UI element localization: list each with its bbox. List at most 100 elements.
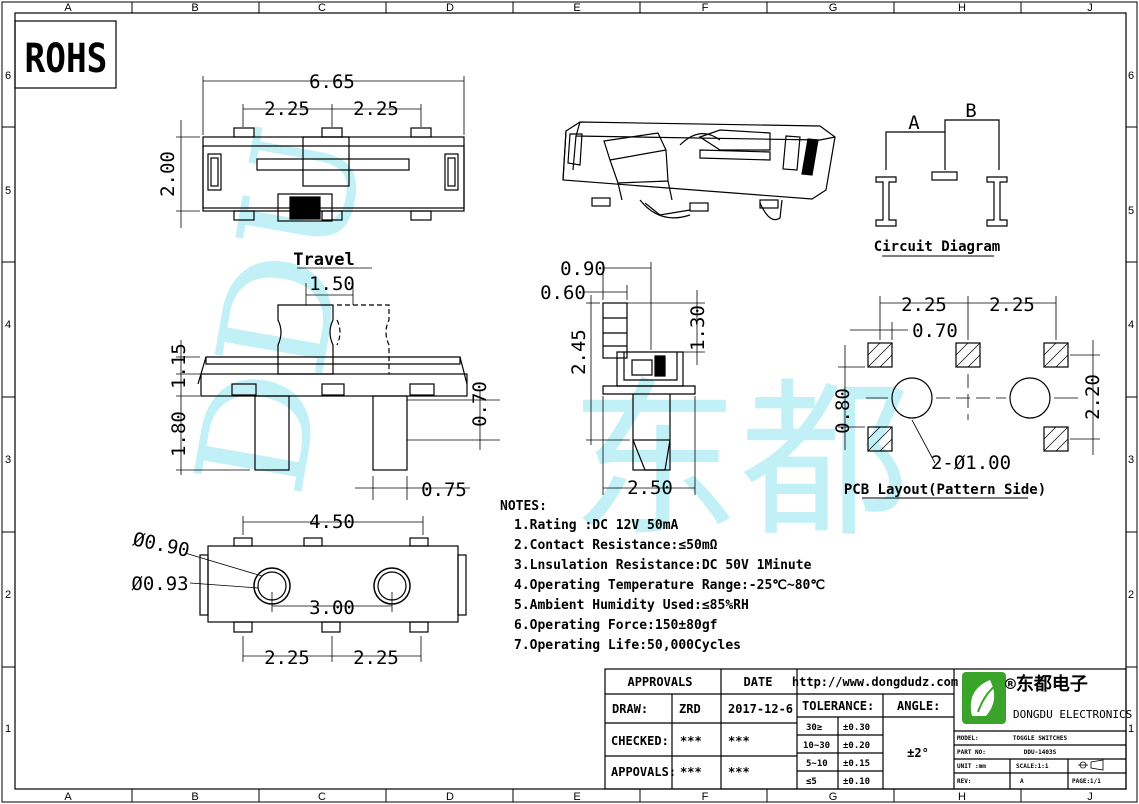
row-label: 4 [5, 319, 11, 331]
tb-date: DATE [744, 675, 773, 689]
bottom-dim-d1: Ø0.90 [131, 528, 192, 561]
col-label: E [573, 791, 580, 803]
side-view-dims [583, 262, 705, 495]
iso-view [562, 121, 836, 221]
dim-0-60: 0.60 [540, 282, 586, 304]
row-label: 6 [1128, 70, 1134, 82]
dim-pitch-right: 2.25 [353, 98, 399, 120]
tb-tol-range: 10~30 [803, 741, 830, 751]
note-item: 5.Ambient Humidity Used:≤85%RH [514, 598, 749, 613]
tb-angle-value: ±2° [907, 746, 929, 760]
top-view [202, 127, 465, 222]
pcb-dim-row-gap: 2.20 [1082, 374, 1104, 420]
col-label: F [702, 2, 709, 14]
circuit-label-b: B [965, 100, 976, 122]
tb-url: http://www.dongdudz.com [792, 675, 958, 689]
pcb-dim-pitch-right: 2.25 [989, 294, 1035, 316]
bottom-dim-pitch-left: 2.25 [264, 647, 310, 669]
notes: NOTES: 1.Rating :DC 12V 50mA 2.Contact R… [500, 499, 825, 653]
dim-1-15: 1.15 [168, 343, 190, 389]
tb-checked-name: *** [680, 734, 702, 748]
tb-tol-value: ±0.15 [843, 759, 870, 769]
col-label: B [191, 791, 198, 803]
bottom-dim-hole-pitch: 3.00 [309, 597, 355, 619]
dim-overall-width: 6.65 [309, 71, 355, 93]
dim-pitch-left: 2.25 [264, 98, 310, 120]
tb-model-value: TOGGLE SWITCHES [1013, 735, 1068, 742]
dim-0-70: 0.70 [469, 381, 491, 427]
tb-approvals: APPROVALS [627, 675, 692, 689]
rohs-mark: ROHS [14, 20, 117, 89]
watermark-cjk: 东都 [570, 363, 910, 561]
projection-icon [1078, 759, 1104, 771]
col-label: E [573, 2, 580, 14]
rohs-text: ROHS [25, 34, 108, 81]
tb-appovals-label: APPOVALS: [611, 765, 676, 779]
tb-draw-name: ZRD [679, 702, 701, 716]
tb-draw-date: 2017-12-6 [728, 702, 793, 716]
row-label: 3 [5, 454, 11, 466]
pcb-dim-pitch-left: 2.25 [901, 294, 947, 316]
tb-tol-value: ±0.20 [843, 741, 870, 751]
tb-company-en: DONGDU ELECTRONICS [1013, 708, 1132, 721]
dim-1-80: 1.80 [168, 411, 190, 457]
circuit-diagram [875, 119, 1008, 257]
row-label: 4 [1128, 319, 1134, 331]
note-item: 3.Lnsulation Resistance:DC 50V 1Minute [514, 558, 812, 573]
pcb-title: PCB Layout(Pattern Side) [844, 482, 1046, 498]
tb-rev-label: REV: [957, 778, 971, 785]
notes-heading: NOTES: [500, 499, 547, 514]
tb-unit-label: UNIT :mm [957, 763, 986, 770]
pcb-dim-pad-h: 0.80 [832, 388, 854, 434]
tb-tolerance: TOLERANCE: [802, 699, 874, 713]
tb-part-value: DDU-1403S [1024, 749, 1057, 756]
row-label: 1 [1128, 723, 1134, 735]
tb-tol-range: 5~10 [806, 759, 828, 769]
front-view-dims [176, 267, 500, 500]
top-view-dims [176, 76, 465, 228]
note-item: 4.Operating Temperature Range:-25℃~80℃ [514, 578, 825, 593]
row-label: 6 [5, 70, 11, 82]
row-label: 2 [5, 589, 11, 601]
dim-0-75: 0.75 [421, 479, 467, 501]
col-label: C [318, 791, 326, 803]
tb-part-label: PART NO: [957, 749, 986, 756]
col-label: D [446, 791, 454, 803]
note-item: 6.Operating Force:150±80gf [514, 618, 718, 633]
company-logo [962, 672, 1006, 724]
bottom-dim-pitch-right: 2.25 [353, 647, 399, 669]
tb-angle: ANGLE: [897, 699, 940, 713]
pcb-dim-holes: 2-Ø1.00 [931, 452, 1011, 474]
tb-company-cn: ®东都电子 [1005, 673, 1088, 695]
row-label: 5 [1128, 205, 1134, 217]
note-item: 7.Operating Life:50,000Cycles [514, 638, 741, 653]
col-label: D [446, 2, 454, 14]
dim-2-50: 2.50 [627, 477, 673, 499]
row-label: 1 [5, 723, 11, 735]
pcb-dims [838, 296, 1100, 455]
dim-height: 2.00 [157, 151, 179, 197]
dim-1-30: 1.30 [687, 305, 709, 351]
col-label: H [958, 791, 966, 803]
front-view [197, 304, 468, 471]
tb-tol-range: ≤5 [806, 777, 817, 787]
note-item: 1.Rating :DC 12V 50mA [514, 518, 679, 533]
title-block-grid [604, 668, 1127, 790]
col-label: B [191, 2, 198, 14]
dim-travel: 1.50 [309, 273, 355, 295]
col-label: H [958, 2, 966, 14]
row-label: 3 [1128, 454, 1134, 466]
watermark: DDU 东都 [164, 115, 910, 561]
watermark-latin: DDU [164, 115, 399, 507]
side-view [602, 302, 696, 471]
pcb-hatch [867, 342, 1069, 452]
tb-appovals-date: *** [728, 765, 750, 779]
bottom-view-dims [184, 516, 424, 662]
tb-tol-range: 30≥ [806, 723, 823, 733]
dim-2-45: 2.45 [568, 329, 590, 375]
tb-tol-value: ±0.30 [843, 723, 870, 733]
bottom-dim-d2: Ø0.93 [131, 573, 188, 595]
